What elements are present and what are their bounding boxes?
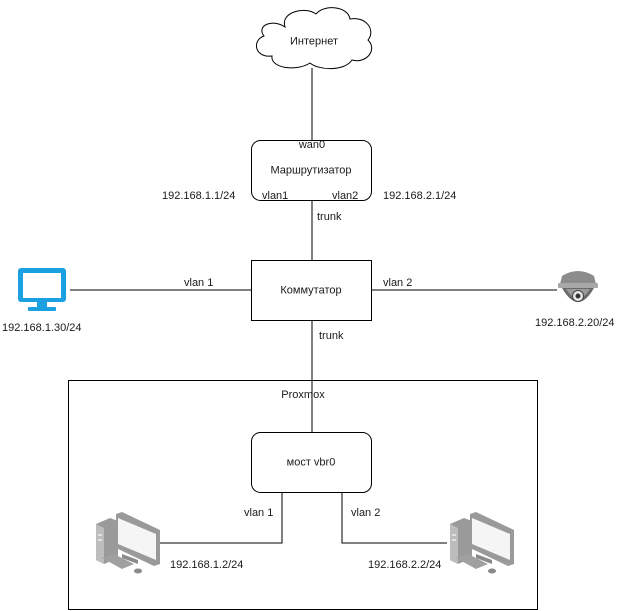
bridge-label: мост vbr0 [286,456,336,469]
camera-icon[interactable] [558,271,598,302]
vm2-ip: 192.168.2.2/24 [368,559,442,571]
monitor-icon[interactable] [18,268,66,311]
workstation-icon[interactable] [450,512,514,574]
bridge-box[interactable] [251,432,372,493]
workstation-icon[interactable] [96,512,160,574]
router-ip-vlan1: 192.168.1.1/24 [162,190,236,202]
vm1-ip: 192.168.1.2/24 [170,559,244,571]
link-bridge-vm1 [160,492,283,544]
switch-label: Коммутатор [280,284,342,297]
switch-box[interactable] [251,260,372,321]
proxmox-label: Proxmox [281,389,325,401]
router-port-vlan1: vlan1 [262,190,289,202]
router-port-wan0: wan0 [298,139,326,151]
router-label: Маршрутизатор [270,164,352,177]
internet-label: Интернет [290,35,338,48]
link-label-bridge-vm1: vlan 1 [244,507,274,519]
link-label-router-switch: trunk [317,211,342,223]
proxmox-container[interactable] [68,380,538,610]
router-ip-vlan2: 192.168.2.1/24 [383,190,457,202]
camera-ip: 192.168.2.20/24 [535,317,615,329]
router-box[interactable] [251,140,372,201]
link-bridge-vm2 [341,492,447,544]
link-label-switch-pc: vlan 1 [184,277,214,289]
link-label-bridge-vm2: vlan 2 [351,507,381,519]
link-label-switch-camera: vlan 2 [383,277,413,289]
link-label-switch-proxmox: trunk [319,330,344,342]
pc-ip: 192.168.1.30/24 [2,322,82,334]
internet-cloud-shape [256,7,373,70]
router-port-vlan2: vlan2 [332,190,359,202]
